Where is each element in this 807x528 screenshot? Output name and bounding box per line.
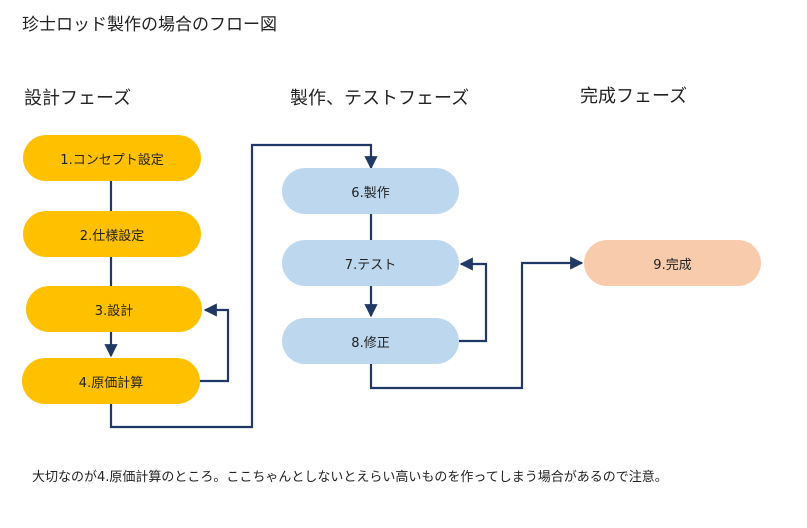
node-complete: 9.完成 <box>584 240 761 286</box>
node-test-label: 7.テスト <box>344 257 397 273</box>
node-test: 7.テスト <box>282 240 459 286</box>
phase-label-production: 製作、テストフェーズ <box>290 88 470 109</box>
node-concept: 1.コンセプト設定 <box>23 135 201 181</box>
phase-label-complete: 完成フェーズ <box>580 86 688 107</box>
node-cost-calc-label: 4.原価計算 <box>78 375 144 391</box>
edge-8-7-loop <box>459 257 488 343</box>
phase-label-design: 設計フェーズ <box>24 88 132 109</box>
node-production-label: 6.製作 <box>351 185 390 201</box>
diagram-title: 珍士ロッド製作の場合のフロー図 <box>22 15 277 35</box>
node-concept-label: 1.コンセプト設定 <box>60 152 164 168</box>
node-spec-label: 2.仕様設定 <box>79 228 145 244</box>
edge-4-6 <box>109 143 378 429</box>
edge-4-3-loop <box>200 303 230 383</box>
node-fix-label: 8.修正 <box>351 335 390 351</box>
node-cost-calc: 4.原価計算 <box>22 358 200 404</box>
node-design: 3.設計 <box>26 286 202 332</box>
node-fix: 8.修正 <box>282 318 459 364</box>
node-production: 6.製作 <box>282 168 459 214</box>
edge-8-9 <box>369 256 584 390</box>
node-complete-label: 9.完成 <box>653 257 692 273</box>
node-spec: 2.仕様設定 <box>23 211 201 257</box>
footnote: 大切なのが4.原価計算のところ。ここちゃんとしないとえらい高いものを作ってしまう… <box>32 470 668 485</box>
node-design-label: 3.設計 <box>94 303 134 319</box>
